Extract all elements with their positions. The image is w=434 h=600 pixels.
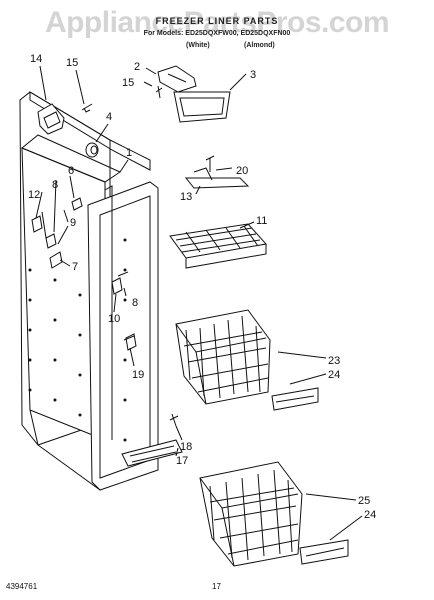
callout-19: 19 (132, 369, 144, 381)
callout-4: 4 (106, 111, 112, 123)
callout-14: 14 (30, 53, 42, 65)
callout-18: 18 (180, 441, 192, 453)
callout-8-a: 8 (52, 179, 58, 191)
callout-24-a: 24 (328, 369, 340, 381)
callout-25: 25 (358, 495, 370, 507)
callout-20: 20 (236, 165, 248, 177)
part-number: 4394761 (6, 582, 38, 591)
callout-17: 17 (176, 455, 188, 467)
callout-2: 2 (134, 61, 140, 73)
callout-6: 6 (68, 165, 74, 177)
callout-7: 7 (72, 261, 78, 273)
diagram-header: AppliancePartsPros.com FREEZER LINER PAR… (0, 0, 434, 78)
callout-23: 23 (328, 355, 340, 367)
callout-1: 1 (126, 147, 132, 159)
model-numbers: For Models: ED25DQXFW00, ED25DQXFN00 (143, 30, 291, 37)
callout-10: 10 (108, 313, 120, 325)
wire-shelf-drawing (169, 223, 267, 269)
callout-3: 3 (250, 69, 256, 81)
callout-labels: 14 15 2 15 3 4 1 6 8 12 9 7 20 13 11 8 1… (28, 53, 376, 521)
callout-13: 13 (180, 191, 192, 203)
callout-15-a: 15 (66, 57, 78, 69)
freezer-liner-drawing (19, 91, 159, 491)
callout-9: 9 (70, 217, 76, 229)
callout-12: 12 (28, 189, 40, 201)
watermark: AppliancePartsPros.com (44, 6, 390, 39)
color-almond-label: (Almond) (244, 42, 275, 49)
diagram-title: FREEZER LINER PARTS (155, 16, 279, 26)
lower-basket-drawing (199, 461, 303, 567)
callout-24-b: 24 (364, 509, 376, 521)
page-number: 17 (212, 582, 221, 591)
callout-8-b: 8 (132, 297, 138, 309)
color-white-label: (White) (186, 42, 210, 49)
bracket-14-drawing (37, 103, 65, 135)
callout-15-b: 15 (122, 77, 134, 89)
upper-basket-drawing (175, 309, 271, 405)
callout-11: 11 (256, 215, 267, 227)
